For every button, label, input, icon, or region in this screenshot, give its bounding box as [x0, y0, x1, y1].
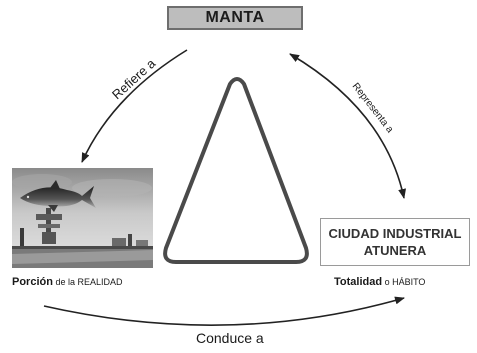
caption-porcion-rest: de la REALIDAD: [52, 277, 123, 287]
node-ciudad-line1: CIUDAD INDUSTRIAL: [328, 226, 462, 241]
node-ciudad-line2: ATUNERA: [363, 243, 427, 258]
arrow-refiere: [81, 49, 188, 163]
central-triangle: [163, 77, 309, 264]
node-ciudad-industrial: CIUDAD INDUSTRIAL ATUNERA: [320, 218, 470, 266]
caption-porcion: Porción de la REALIDAD: [12, 276, 122, 288]
arrow-representa: [289, 53, 407, 199]
caption-totalidad: Totalidad o HÁBITO: [334, 276, 425, 288]
arrow-conduce: [43, 296, 405, 326]
node-manta-label: MANTA: [205, 9, 265, 26]
caption-totalidad-rest: o HÁBITO: [382, 277, 426, 287]
manta-photo: [12, 168, 153, 268]
caption-porcion-bold: Porción: [12, 276, 53, 288]
node-manta: MANTA: [167, 6, 303, 30]
arrow-conduce-label: Conduce a: [196, 330, 264, 346]
arrow-refiere-label: Refiere a: [109, 55, 159, 102]
caption-totalidad-bold: Totalidad: [334, 276, 383, 288]
